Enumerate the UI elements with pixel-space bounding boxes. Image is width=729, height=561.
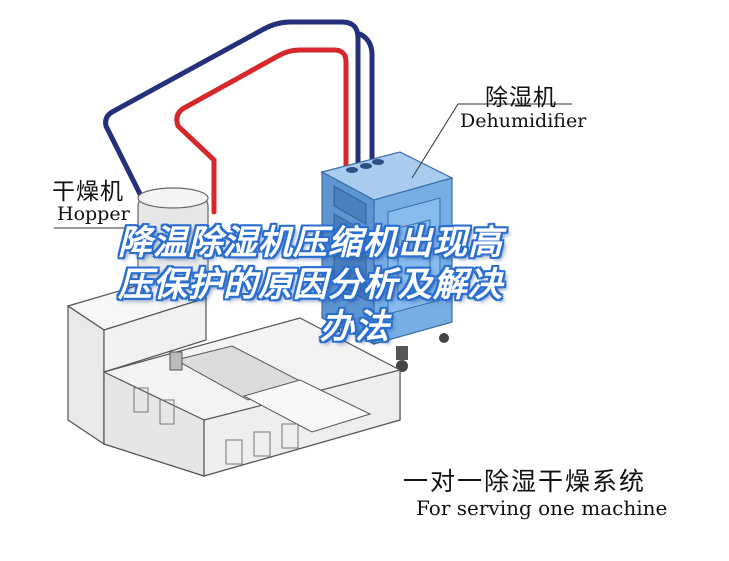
hopper-label-en: Hopper: [57, 203, 130, 225]
caption-en: For serving one machine: [416, 496, 668, 520]
overlay-title-line-2: 压保护的原因分析及解决: [118, 265, 503, 305]
caption-cn: 一对一除湿干燥系统: [403, 467, 647, 496]
molding-machine: [66, 275, 401, 477]
overlay-title: 降温除湿机压缩机出现高 压保护的原因分析及解决 办法: [118, 222, 618, 348]
dehumidifier-pointer: [411, 103, 572, 179]
overlay-title-line-3: 办法: [320, 307, 390, 347]
dehumidifier-label-en: Dehumidifier: [460, 110, 587, 132]
dehumidifier-unit: [320, 151, 454, 372]
overlay-title-line-1: 降温除湿机压缩机出现高: [118, 223, 503, 263]
inner-return-hose: [357, 31, 375, 173]
dehumidifier-label-cn: 除湿机: [485, 85, 557, 111]
return-hose: [103, 19, 361, 201]
hopper-label-cn: 干燥机: [52, 179, 124, 205]
supply-hose: [174, 47, 349, 215]
